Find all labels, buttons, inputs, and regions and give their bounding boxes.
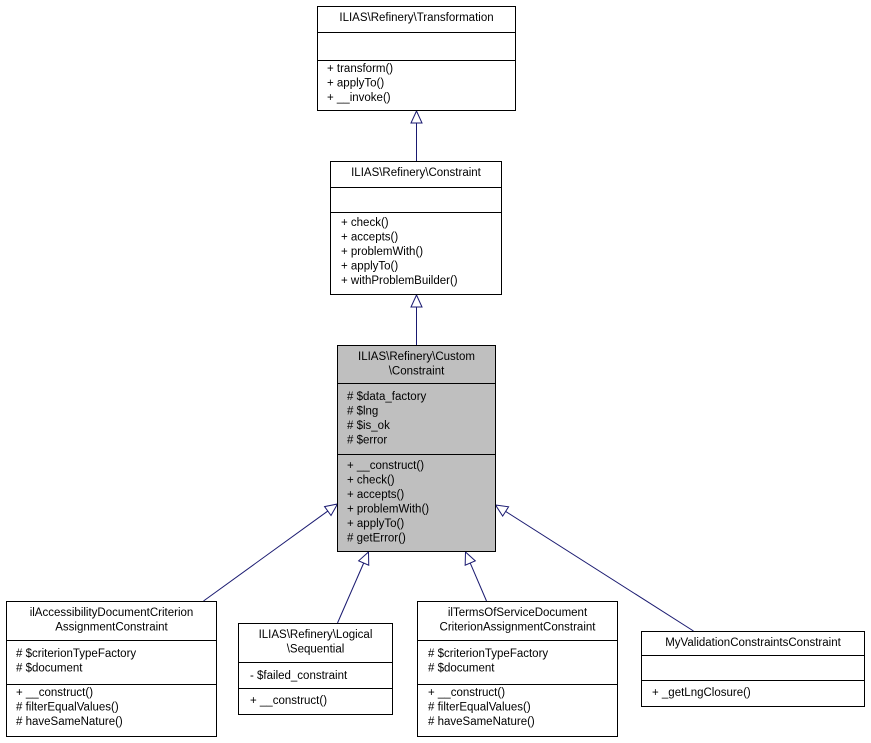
class-node-custom-constraint[interactable]: ILIAS\Refinery\Custom \Constraint # $data_… <box>337 345 496 552</box>
class-box <box>641 631 865 707</box>
class-method: # getError() <box>347 533 406 545</box>
class-title: \Constraint <box>389 366 445 378</box>
class-method: + transform() <box>327 63 393 75</box>
class-method: + applyTo() <box>341 261 398 273</box>
class-box <box>330 161 502 295</box>
class-title: ILIAS\Refinery\Constraint <box>351 167 482 179</box>
class-method: + accepts() <box>347 489 404 501</box>
class-box <box>317 6 516 111</box>
class-box <box>238 623 393 715</box>
class-attribute: - $failed_constraint <box>250 670 348 682</box>
edge-accessibility-to-custom <box>203 503 339 602</box>
class-attribute: # $criterionTypeFactory <box>16 648 136 660</box>
class-attribute: # $data_factory <box>347 391 427 403</box>
class-attribute: # $is_ok <box>347 420 390 432</box>
class-title: ilTermsOfServiceDocument <box>448 607 588 619</box>
class-title: ILIAS\Refinery\Logical <box>259 629 373 641</box>
inheritance-arrowhead <box>357 550 370 566</box>
class-method: + __construct() <box>428 687 505 699</box>
class-title: \Sequential <box>287 644 345 656</box>
class-method: + __construct() <box>250 695 327 707</box>
inheritance-line <box>469 562 487 602</box>
class-attribute: # $lng <box>347 406 378 418</box>
class-node-accessibility[interactable]: ilAccessibilityDocumentCriterionAssignme… <box>6 601 217 737</box>
class-node-myvalidation[interactable]: MyValidationConstraintsConstraint + _getL… <box>641 631 865 707</box>
inheritance-arrowhead <box>410 109 423 124</box>
class-method: # haveSameNature() <box>428 716 535 728</box>
class-attribute: # $criterionTypeFactory <box>428 648 548 660</box>
class-node-sequential[interactable]: ILIAS\Refinery\Logical \Sequential - $fail… <box>238 623 393 715</box>
edge-custom-to-constraint <box>410 293 423 345</box>
inheritance-arrowhead <box>410 293 423 308</box>
class-method: # haveSameNature() <box>16 716 123 728</box>
class-method: + __invoke() <box>327 92 391 104</box>
class-attribute: # $document <box>428 663 495 675</box>
inheritance-arrowhead <box>464 550 477 566</box>
class-attribute: # $document <box>16 663 83 675</box>
class-title: AssignmentConstraint <box>55 622 168 634</box>
class-method: + check() <box>341 217 389 229</box>
edge-sequential-to-custom <box>337 550 370 624</box>
class-method: + accepts() <box>341 232 398 244</box>
class-attribute: # $error <box>347 435 387 447</box>
inheritance-arrowhead <box>323 503 339 517</box>
class-method: # filterEqualValues() <box>16 702 119 714</box>
inheritance-line <box>337 562 365 624</box>
class-node-terms[interactable]: ilTermsOfServiceDocumentCriterionAssignm… <box>417 601 618 737</box>
class-method: + applyTo() <box>327 78 384 90</box>
class-title: MyValidationConstraintsConstraint <box>665 637 841 649</box>
class-node-constraint[interactable]: ILIAS\Refinery\Constraint + check() + acce… <box>330 161 502 295</box>
class-method: + check() <box>347 475 395 487</box>
class-method: # filterEqualValues() <box>428 702 531 714</box>
inheritance-line <box>505 511 694 632</box>
class-method: + problemWith() <box>341 246 423 258</box>
class-title: CriterionAssignmentConstraint <box>440 622 597 634</box>
class-box <box>6 601 217 737</box>
class-title: ILIAS\Refinery\Transformation <box>339 12 493 24</box>
class-method: + __construct() <box>16 687 93 699</box>
class-box <box>337 345 496 552</box>
edge-myvalidation-to-custom <box>494 504 694 632</box>
class-title: ILIAS\Refinery\Custom <box>358 351 475 363</box>
edge-terms-to-custom <box>464 550 487 602</box>
class-method: + applyTo() <box>347 518 404 530</box>
class-method: + problemWith() <box>347 504 429 516</box>
class-title: ilAccessibilityDocumentCriterion <box>30 607 194 619</box>
inheritance-line <box>203 510 329 602</box>
class-method: + __construct() <box>347 460 424 472</box>
class-method: + _getLngClosure() <box>652 687 751 699</box>
class-node-transformation[interactable]: ILIAS\Refinery\Transformation + transform… <box>317 6 516 111</box>
class-method: + withProblemBuilder() <box>341 275 458 287</box>
class-box <box>417 601 618 737</box>
edge-constraint-to-transformation <box>410 109 423 161</box>
inheritance-arrowhead <box>494 504 510 518</box>
